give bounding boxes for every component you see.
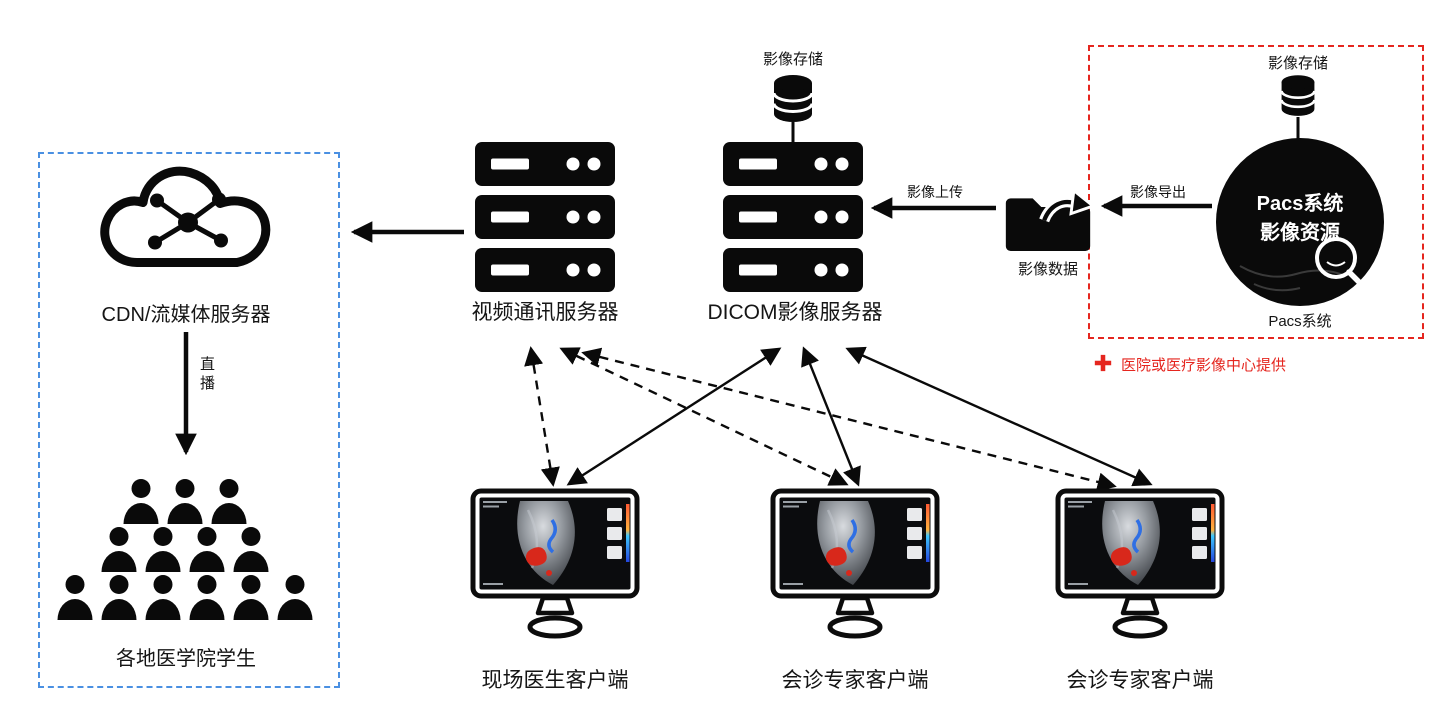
link-video-doctor-client: [524, 346, 560, 487]
pacs-storage-label: 影像存储: [1267, 55, 1329, 72]
dicom-storage-label: 影像存储: [762, 51, 824, 68]
image-data-folder-icon: [1002, 180, 1094, 255]
pacs-circle-line1: Pacs系统: [1256, 193, 1344, 215]
image-export-label: 影像导出: [1130, 184, 1186, 200]
image-data-label: 影像数据: [1017, 261, 1079, 278]
provider-note: 医院或医疗影像中心提供: [1121, 357, 1287, 374]
pacs-caption: Pacs系统: [1268, 313, 1332, 330]
dicom-server-icon: [723, 142, 863, 292]
students-group-icon: [57, 479, 313, 620]
client-server-links: [524, 346, 1153, 492]
pacs-storage-database-icon: [1279, 74, 1317, 118]
link-dicom-expert1-client: [801, 346, 861, 487]
live-broadcast-label: 直播: [198, 356, 215, 394]
client-label-expert2: 会诊专家客户端: [1066, 669, 1214, 692]
image-upload-label: 影像上传: [907, 184, 963, 200]
client-monitor-icon-expert2: [1055, 488, 1225, 640]
client-monitor-icon-expert1: [770, 488, 940, 640]
students-region-box: [38, 152, 340, 688]
dicom-server-label: DICOM影像服务器: [707, 301, 883, 324]
link-video-expert2-client: [581, 347, 1117, 492]
pacs-system-circle: [1216, 138, 1384, 306]
video-server-icon: [475, 142, 615, 292]
client-label-doctor: 现场医生客户端: [481, 669, 629, 692]
link-dicom-doctor-client: [566, 347, 782, 486]
cdn-cloud-icon: [85, 150, 295, 295]
hospital-region-box: [1088, 45, 1424, 339]
pacs-circle-line2: 影像资源: [1260, 222, 1340, 244]
students-label: 各地医学院学生: [116, 648, 256, 670]
dicom-storage-database-icon: [771, 74, 815, 124]
magnifier-icon: [1315, 237, 1366, 289]
link-video-expert1-client: [559, 347, 849, 486]
cdn-label: CDN/流媒体服务器: [101, 304, 271, 326]
video-server-label: 视频通讯服务器: [471, 301, 619, 324]
client-label-expert1: 会诊专家客户端: [781, 669, 929, 692]
client-monitor-icon-doctor: [470, 488, 640, 640]
plus-icon: [1094, 354, 1112, 372]
pacs-circle-text: Pacs系统 影像资源: [1257, 190, 1344, 248]
